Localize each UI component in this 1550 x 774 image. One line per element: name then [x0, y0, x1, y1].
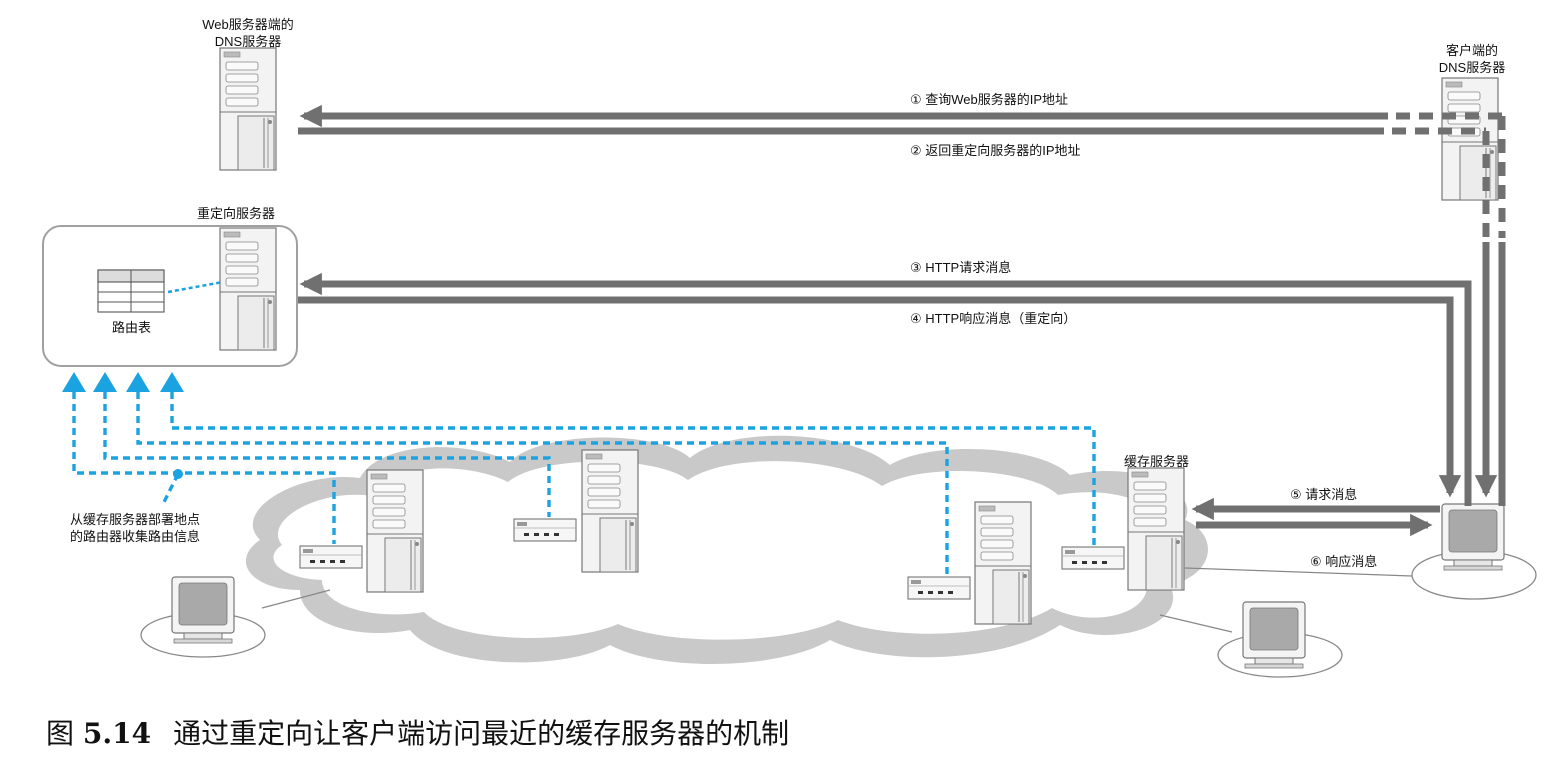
caption-number: 5.14 — [82, 717, 152, 750]
web-dns-label: Web服务器端的 DNS服务器 — [186, 16, 310, 50]
client-pc-icon — [1441, 503, 1505, 571]
web-dns-label-line1: Web服务器端的 — [202, 17, 294, 32]
route-collection-label-line1: 从缓存服务器部署地点 — [70, 512, 201, 527]
client-dns-label-line1: 客户端的 — [1445, 43, 1498, 58]
routing-table-icon — [97, 269, 165, 313]
router-icon-b — [513, 518, 577, 542]
router-icon-c — [907, 576, 971, 600]
redirect-server-icon — [219, 227, 277, 351]
link-right-pc — [1159, 614, 1233, 633]
route-collection-arrowheads — [62, 372, 184, 392]
cache-server-label: 缓存服务器 — [1124, 454, 1190, 469]
arrow-3 — [299, 272, 1472, 506]
router-icon-a — [299, 545, 363, 569]
client-dns-label: 客户端的 DNS服务器 — [1410, 42, 1534, 76]
link-left-pc — [261, 589, 331, 609]
diagram-canvas — [42, 47, 1537, 678]
route-collection-lines — [72, 392, 1096, 575]
cache-server-icon-b — [581, 449, 639, 573]
cache-server-icon-c — [974, 501, 1032, 625]
route-collection-label: 从缓存服务器部署地点 的路由器收集路由信息 — [70, 511, 200, 545]
route-collection-label-line2: 的路由器收集路由信息 — [70, 529, 201, 544]
arrow-5-label: ⑤ 请求消息 — [1290, 487, 1358, 502]
client-dns-label-line2: DNS服务器 — [1438, 60, 1506, 75]
arrow-6-label: ⑥ 响应消息 — [1310, 554, 1378, 569]
redirect-server-box — [42, 225, 298, 367]
cache-server-icon-d — [1127, 467, 1185, 591]
arrow-4 — [298, 296, 1462, 498]
web-dns-label-line2: DNS服务器 — [214, 34, 282, 49]
routing-table-label: 路由表 — [112, 320, 152, 335]
router-icon-d — [1061, 546, 1125, 570]
figure-caption: 图 5.14 通过重定向让客户端访问最近的缓存服务器的机制 — [46, 712, 789, 752]
message-arrows — [298, 104, 1506, 537]
arrow-2-label: ② 返回重定向服务器的IP地址 — [910, 143, 1081, 158]
cache-server-icon-a — [366, 469, 424, 593]
arrow-3-label: ③ HTTP请求消息 — [910, 260, 1012, 275]
redirect-server-label: 重定向服务器 — [197, 206, 276, 221]
pc-icon-left — [171, 576, 235, 644]
pc-icon-right — [1242, 601, 1306, 669]
arrow-1-label: ① 查询Web服务器的IP地址 — [910, 92, 1069, 107]
caption-text: 通过重定向让客户端访问最近的缓存服务器的机制 — [173, 717, 790, 750]
caption-prefix: 图 — [46, 717, 75, 750]
client-dns-server-icon — [1441, 77, 1499, 201]
web-dns-server-icon — [219, 47, 277, 171]
link-client-pc — [1184, 567, 1413, 577]
route-collection-dot — [173, 469, 183, 479]
arrow-4-label: ④ HTTP响应消息（重定向） — [910, 311, 1077, 326]
diagram: Web服务器端的 DNS服务器 客户端的 DNS服务器 重定向服务器 路由表 缓… — [42, 16, 1537, 678]
